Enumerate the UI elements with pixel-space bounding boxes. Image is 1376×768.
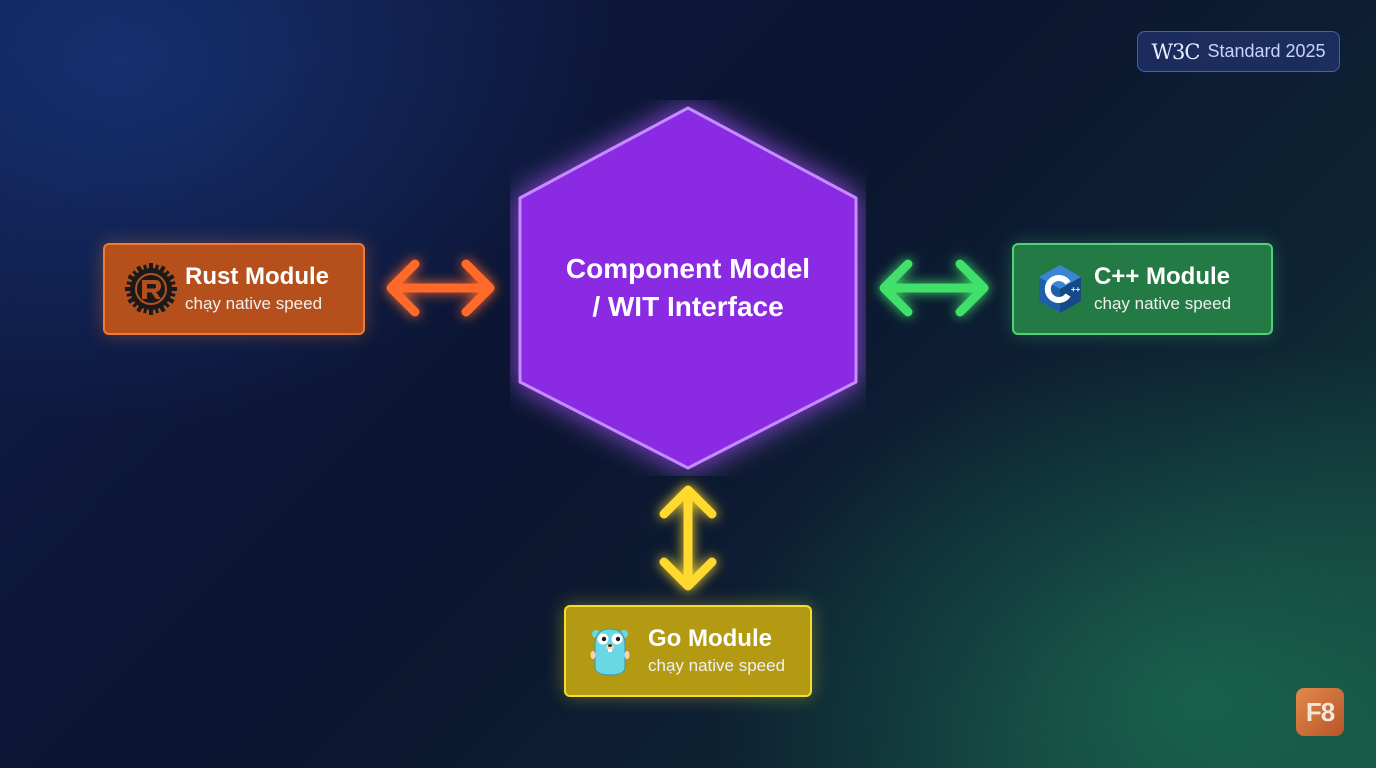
center-label-line2: / WIT Interface xyxy=(592,291,784,322)
cpp-arrow xyxy=(879,259,989,317)
component-model-hexagon xyxy=(518,106,858,470)
rust-module-card: Rust Module chạy native speed xyxy=(103,243,365,335)
go-gopher-icon xyxy=(590,628,630,676)
w3c-standard-badge: W3C Standard 2025 xyxy=(1137,31,1340,72)
svg-text:++: ++ xyxy=(1071,285,1081,294)
go-arrow xyxy=(659,485,717,591)
rust-arrow xyxy=(386,259,495,317)
w3c-logo: W3C xyxy=(1151,39,1200,64)
cpp-module-title: C++ Module xyxy=(1094,263,1231,290)
cpp-logo-icon: ++ xyxy=(1039,265,1081,313)
badge-label: Standard 2025 xyxy=(1207,41,1326,61)
center-label-line1: Component Model xyxy=(565,253,811,284)
hexagon-shape xyxy=(518,106,858,470)
rust-module-subtitle: chạy native speed xyxy=(185,294,323,313)
go-module-title: Go Module xyxy=(648,625,772,652)
center-label: Component Model / WIT Interface xyxy=(510,250,866,326)
cpp-module-subtitle: chạy native speed xyxy=(1094,294,1232,313)
go-module-subtitle: chạy native speed xyxy=(648,656,786,675)
go-module-card: Go Module chạy native speed xyxy=(564,605,812,697)
cpp-module-card: ++ C++ Module chạy native speed xyxy=(1012,243,1273,335)
rust-logo-icon xyxy=(125,263,177,315)
rust-module-title: Rust Module xyxy=(185,263,329,290)
f8-logo: F8 xyxy=(1296,688,1344,736)
